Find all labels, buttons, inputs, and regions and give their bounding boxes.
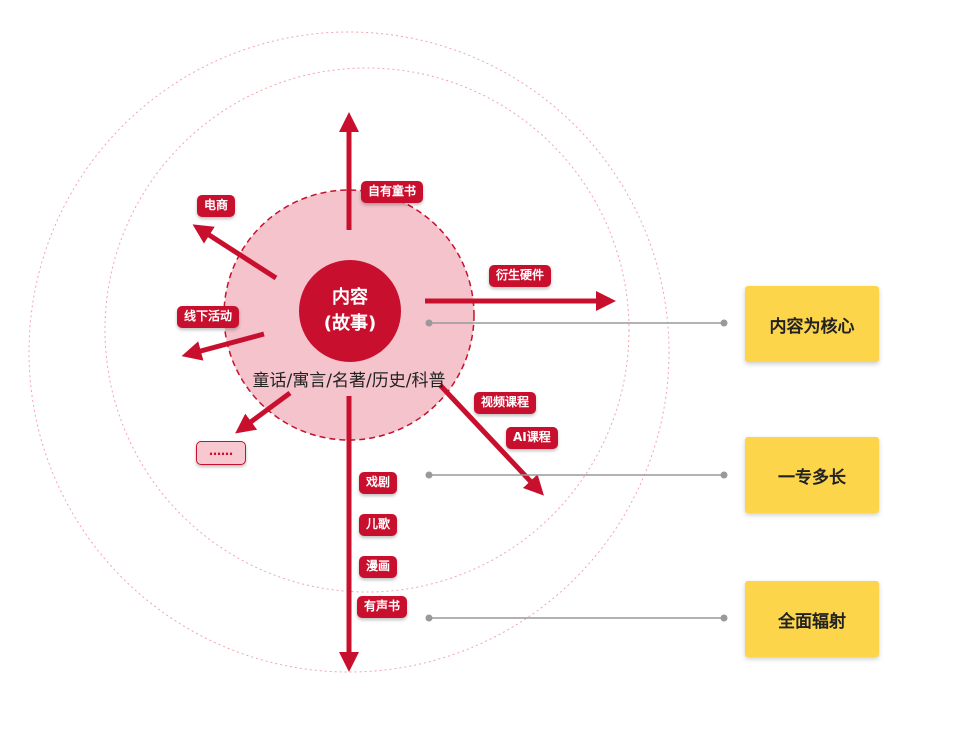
tag-audiobooks: 有声书 — [357, 596, 408, 618]
middle-ring — [104, 67, 630, 593]
tag-children-songs: 儿歌 — [359, 514, 398, 536]
arrow-lower-right — [438, 383, 544, 496]
core-subtitle: (故事) — [323, 313, 377, 334]
arrow-lower-left — [235, 390, 292, 434]
connector-dot — [425, 319, 433, 327]
connector-dot — [425, 471, 433, 479]
core-title: 内容 — [332, 287, 368, 308]
arrow-left — [181, 331, 265, 361]
outer-ring — [28, 31, 670, 673]
label-content-core: 内容为核心 — [745, 286, 879, 362]
connector-dot — [425, 614, 433, 622]
label-one-specialty: 一专多长 — [745, 437, 879, 513]
label-full-radiation: 全面辐射 — [745, 581, 879, 657]
connector-dot — [720, 471, 728, 479]
arrow-upper-left — [192, 224, 278, 281]
core-node: 内容 (故事) — [299, 260, 401, 362]
tag-ai-courses: AI课程 — [506, 427, 558, 449]
connector-dot — [720, 614, 728, 622]
tag-more: …… — [196, 441, 246, 465]
genres-text: 童话/寓言/名著/历史/科普 — [252, 371, 446, 391]
tag-comics: 漫画 — [359, 556, 398, 578]
tag-offline-events: 线下活动 — [177, 306, 240, 328]
tag-derivative-hardware: 衍生硬件 — [489, 265, 552, 287]
tag-video-courses: 视频课程 — [474, 392, 537, 414]
connector-dot — [720, 319, 728, 327]
tag-own-books: 自有童书 — [361, 181, 424, 203]
tag-ecommerce: 电商 — [197, 195, 236, 217]
tag-drama: 戏剧 — [359, 472, 398, 494]
